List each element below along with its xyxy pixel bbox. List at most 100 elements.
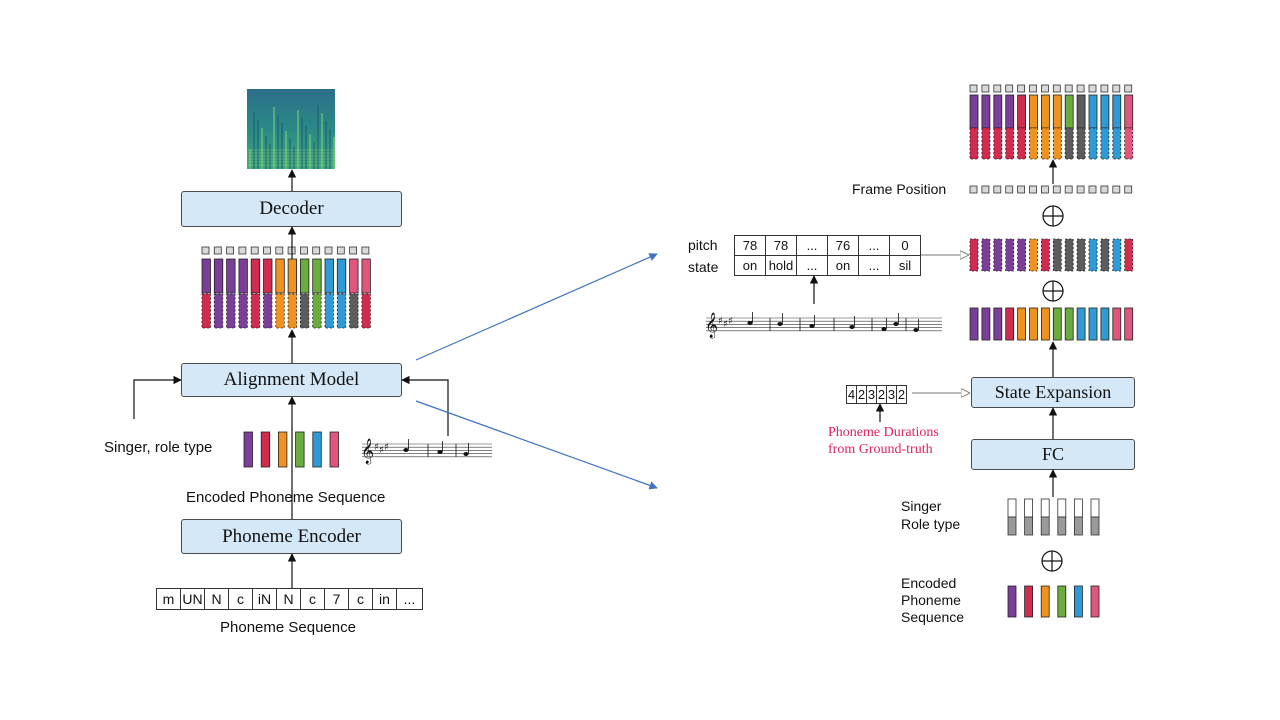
token-bar (1017, 307, 1026, 341)
token-bar (1112, 94, 1122, 129)
token-bar (1076, 307, 1086, 341)
token-bar (299, 258, 310, 294)
position-square (1112, 84, 1121, 93)
token-bar (295, 431, 305, 468)
token-bar (361, 293, 371, 329)
position-square (275, 246, 284, 255)
note-head (777, 322, 783, 326)
phoneme-cell: iN (252, 588, 277, 610)
singer-token (1090, 498, 1100, 518)
token-bar (324, 258, 334, 294)
singer-token (1007, 498, 1017, 518)
durations-row: 4 2 3 2 3 2 (846, 385, 907, 404)
spectrogram-stripe (257, 120, 259, 169)
treble-clef-icon: 𝄞 (361, 438, 374, 464)
state-label: state (688, 259, 719, 275)
phoneme-cell: ... (396, 588, 423, 610)
position-square (1124, 185, 1133, 194)
singer-token (1040, 498, 1050, 518)
spectrogram-stripe (309, 134, 311, 169)
note-head (809, 324, 815, 328)
music-staff-icon: 𝄞♯♯♯ (361, 438, 492, 464)
position-square (1124, 84, 1133, 93)
state-expansion-label: State Expansion (994, 382, 1112, 402)
token-bar (969, 94, 979, 129)
position-square (1029, 84, 1037, 93)
token-bar (201, 258, 211, 294)
token-bar (1041, 307, 1050, 341)
encoded-label: Encoded (901, 575, 957, 591)
token-bar (1041, 94, 1050, 129)
token-bar (1052, 94, 1062, 129)
token-bar (312, 293, 322, 329)
token-bar (312, 431, 322, 468)
token-bar (1076, 94, 1086, 129)
fc-label: FC (1041, 444, 1065, 464)
token-bar (1124, 307, 1134, 341)
phoneme-sequence-label: Phoneme Sequence (220, 619, 356, 636)
position-square (1088, 185, 1097, 194)
role-type-token (1090, 516, 1100, 536)
position-square (1076, 84, 1085, 93)
token-bar (981, 127, 991, 160)
token-bar (250, 293, 261, 329)
phoneme-encoder-box: Phoneme Encoder (181, 519, 402, 554)
alignment-model-label: Alignment Model (223, 369, 360, 390)
role-type-label: Role type (901, 516, 961, 532)
token-bar (312, 258, 322, 294)
token-bar (1041, 238, 1050, 272)
spectrogram-stripe (297, 110, 299, 169)
sequence-label: Sequence (901, 609, 965, 625)
pitch-label: pitch (688, 237, 718, 253)
phoneme-durations-label-line1: Phoneme Durations (828, 425, 939, 440)
token-bar (238, 293, 248, 329)
singer-input-arrow (133, 375, 182, 419)
token-bar (1005, 127, 1015, 160)
token-bar (213, 258, 224, 294)
token-bar (1124, 127, 1134, 160)
treble-clef-icon: 𝄞 (705, 312, 718, 338)
state-row: on hold ... on ... sil (734, 255, 921, 276)
token-bar (1024, 585, 1033, 618)
token-bar (993, 238, 1003, 272)
singer-label: Singer (901, 498, 942, 514)
position-square (213, 246, 222, 255)
role-type-token (1057, 516, 1067, 536)
note-head (463, 452, 469, 456)
position-square (1017, 185, 1025, 194)
position-square (250, 246, 259, 255)
token-bar (238, 258, 248, 294)
spectrogram-stripe (317, 105, 319, 169)
token-bar (1112, 238, 1122, 272)
spectrogram-stripe (269, 144, 271, 169)
phoneme-label: Phoneme (901, 592, 961, 608)
zoom-arrow-lower (415, 400, 658, 490)
position-square (1112, 185, 1121, 194)
token-bar (1052, 238, 1062, 272)
token-bar (1088, 307, 1098, 341)
fc-box: FC (971, 439, 1135, 470)
spectrogram-stripe (305, 126, 307, 169)
token-bar (1017, 127, 1026, 160)
singer-token (1057, 498, 1067, 518)
token-bar (1017, 94, 1026, 129)
note-head (437, 450, 443, 454)
position-square (299, 246, 308, 255)
position-square (1052, 84, 1061, 93)
note-head (403, 448, 409, 452)
token-bar (226, 293, 236, 329)
position-square (1100, 84, 1109, 93)
note-head (881, 327, 887, 331)
token-bar (1041, 127, 1050, 160)
music-input-arrow (401, 375, 449, 436)
spectrogram-stripe (289, 139, 291, 169)
pitch-cell: 78 (734, 235, 766, 256)
token-bar (1057, 585, 1067, 618)
durations-table: 4 2 3 2 3 2 (846, 385, 907, 404)
token-bar (1076, 238, 1086, 272)
token-bar (275, 258, 285, 294)
token-bar (324, 293, 334, 329)
spectrogram-stripe (313, 142, 315, 169)
token-bar (981, 307, 991, 341)
